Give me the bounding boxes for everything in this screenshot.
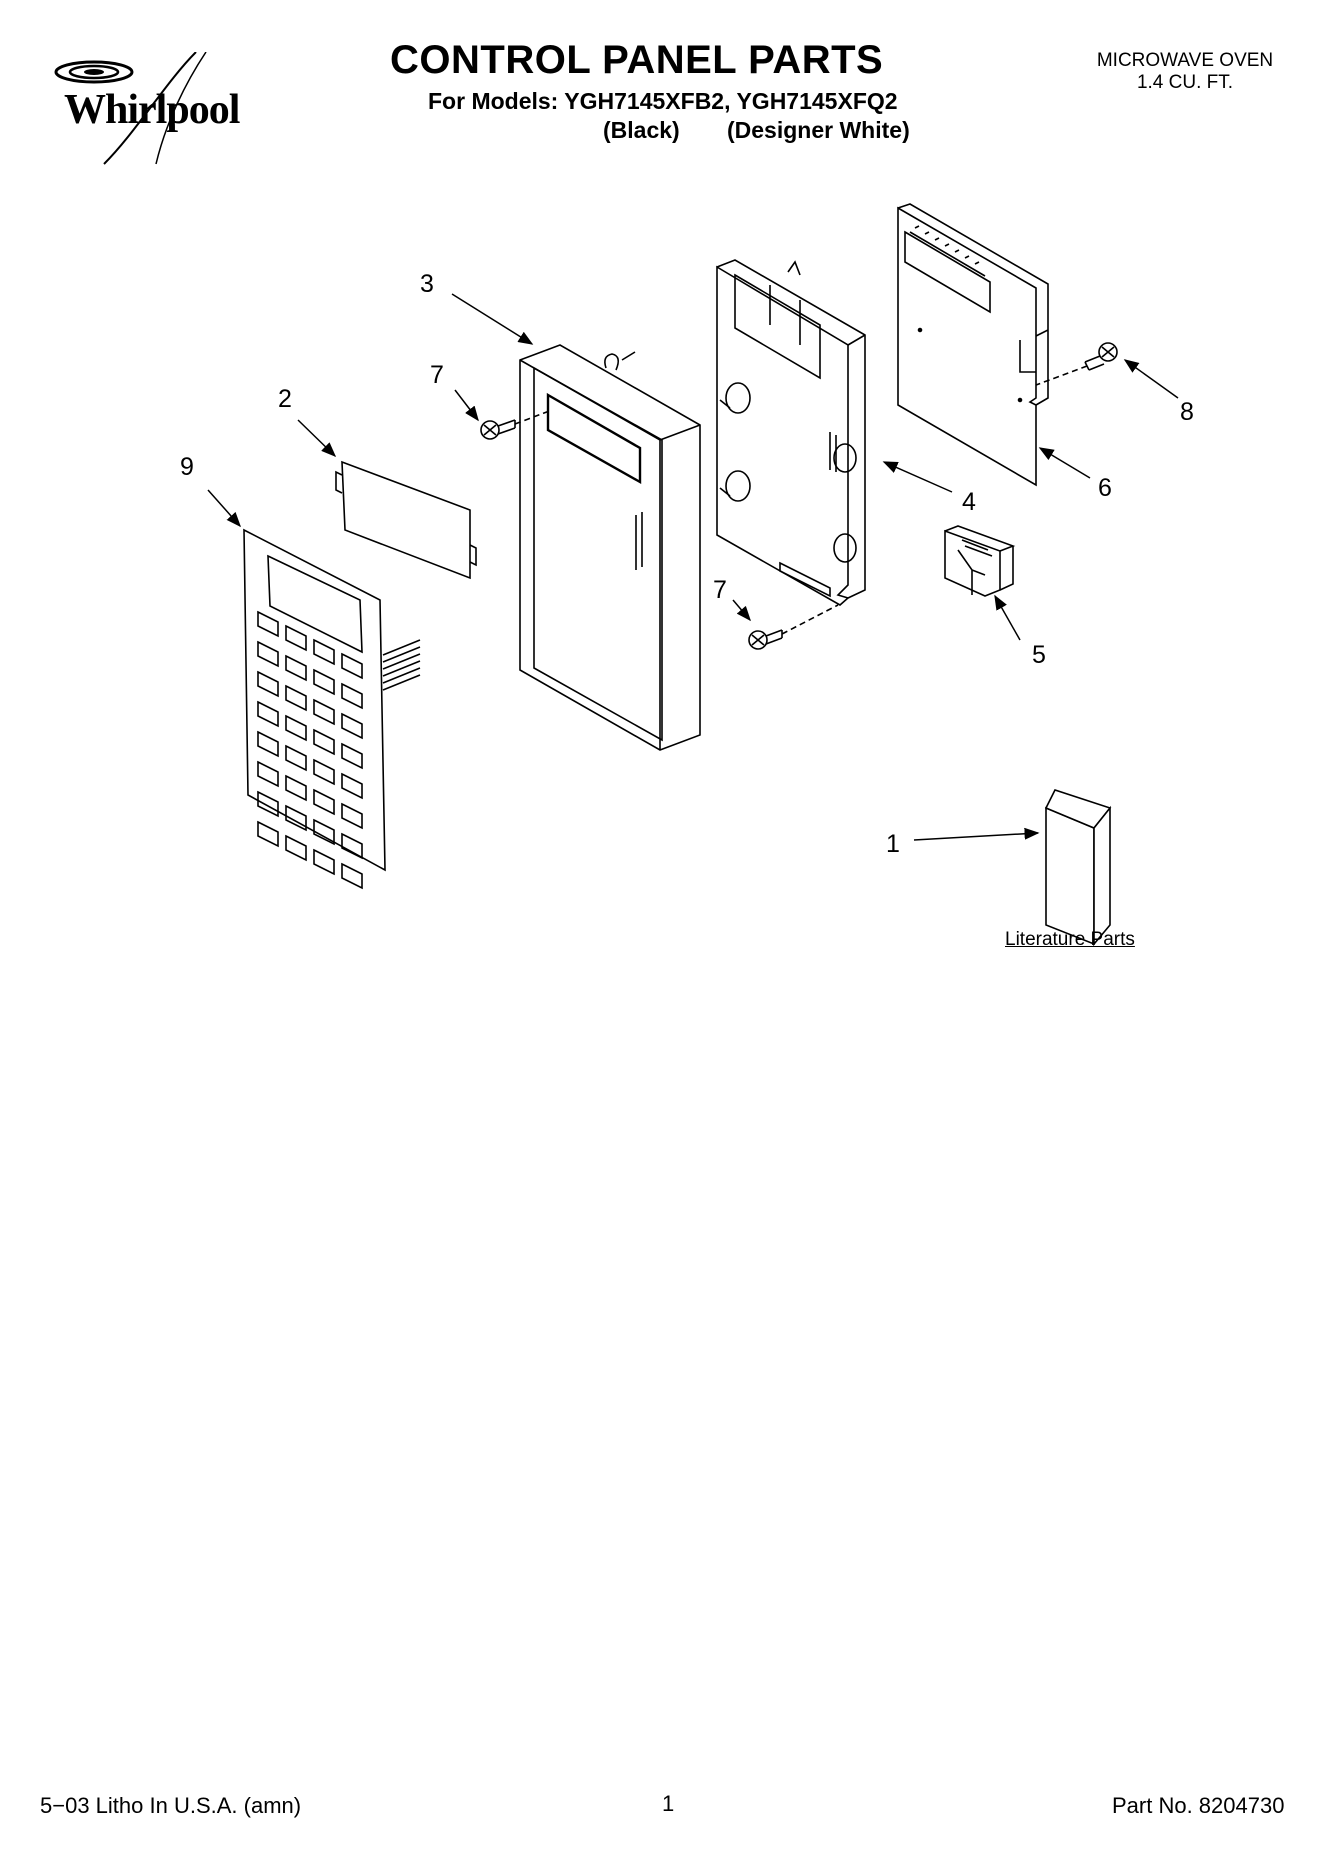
product-capacity: 1.4 CU. FT.: [1136, 72, 1234, 93]
keypad-key: [285, 684, 307, 712]
part-4-mounting-bracket: [716, 259, 866, 606]
keypad-key: [313, 788, 335, 816]
keypad-key: [313, 758, 335, 786]
keypad-key: [285, 804, 307, 832]
keypad-key: [341, 772, 363, 800]
part-7-screw-upper: [480, 409, 553, 440]
keypad-key: [285, 744, 307, 772]
keypad-key: [313, 638, 335, 666]
part-1-literature-booklet: [1044, 789, 1112, 947]
keypad-key: [341, 742, 363, 770]
keypad-key: [341, 862, 363, 890]
keypad-key: [257, 610, 279, 638]
keypad-key: [313, 728, 335, 756]
keypad-key: [285, 834, 307, 862]
keypad-key: [285, 624, 307, 652]
keypad-key: [257, 760, 279, 788]
callout-3: 3: [420, 270, 434, 298]
part-7-screw-lower: [748, 604, 839, 650]
color-black-label: (Black): [603, 117, 680, 143]
keypad-key: [257, 700, 279, 728]
keypad-key: [285, 774, 307, 802]
literature-parts-label: Literature Parts: [1005, 929, 1135, 950]
product-type: MICROWAVE OVEN: [1096, 50, 1274, 71]
keypad-key: [257, 820, 279, 848]
part-8-screw: [1035, 342, 1118, 386]
color-white-label: (Designer White): [727, 117, 910, 143]
footer-page-number: 1: [662, 1791, 675, 1816]
callout-8: 8: [1180, 398, 1194, 426]
callout-5: 5: [1032, 641, 1046, 669]
keypad-key: [257, 790, 279, 818]
product-info: MICROWAVE OVEN 1.4 CU. FT.: [1060, 50, 1310, 94]
brand-wordmark: Whirlpool: [64, 87, 240, 133]
keypad-key: [341, 832, 363, 860]
keypad-key: [313, 848, 335, 876]
leader-arrows: [207, 293, 1179, 841]
part-5-latch-clip: [944, 525, 1016, 597]
callout-1: 1: [886, 830, 900, 858]
keypad-key: [313, 698, 335, 726]
whirlpool-logo: Whirlpool: [46, 51, 276, 172]
part-3-control-panel-frame: [519, 344, 701, 751]
part-2-display-window: [335, 460, 477, 580]
keypad-key: [285, 654, 307, 682]
part-6-electronic-control-board: [897, 203, 1049, 487]
keypad-key: [285, 714, 307, 742]
callout-9: 9: [180, 453, 194, 481]
keypad-key: [341, 652, 363, 680]
keypad-key: [257, 640, 279, 668]
keypad-key: [341, 802, 363, 830]
callout-2: 2: [278, 385, 292, 413]
callout-6: 6: [1098, 474, 1112, 502]
keypad-key: [257, 730, 279, 758]
callout-4: 4: [962, 488, 976, 516]
footer-part-number: Part No. 8204730: [1112, 1793, 1285, 1818]
keypad-key: [341, 712, 363, 740]
page-title: CONTROL PANEL PARTS: [390, 38, 884, 82]
callout-7-upper: 7: [430, 361, 444, 389]
keypad-key: [257, 670, 279, 698]
whirlpool-swirl-icon: [54, 51, 207, 165]
callout-7-lower: 7: [713, 576, 727, 604]
keypad-key: [313, 668, 335, 696]
keypad-key: [313, 818, 335, 846]
part-9-keypad-membrane: [243, 528, 421, 890]
footer-print-info: 5−03 Litho In U.S.A. (amn): [40, 1793, 302, 1818]
keypad-key: [341, 682, 363, 710]
models-line: For Models: YGH7145XFB2, YGH7145XFQ2: [428, 88, 898, 114]
